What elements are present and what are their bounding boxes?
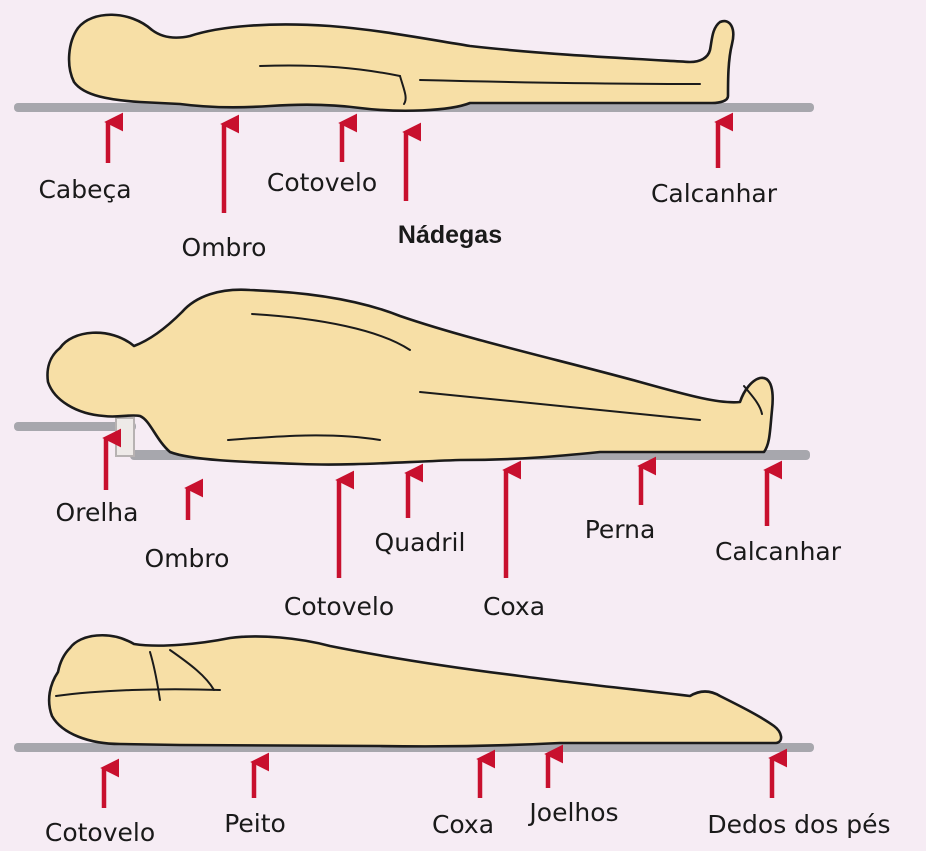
label-cabeca: Cabeça [38,177,131,202]
label-quadril: Quadril [375,530,466,555]
panel-supine [14,15,814,112]
label-ombro: Ombro [145,546,230,571]
label-cotovelo: Cotovelo [284,594,394,619]
label-calcanhar: Calcanhar [715,539,841,564]
label-cotovelo: Cotovelo [267,170,377,195]
label-coxa: Coxa [432,812,494,837]
label-joelhos: Joelhos [529,800,618,825]
label-coxa: Coxa [483,594,545,619]
body-lateral [48,290,773,465]
body-supine [69,15,733,111]
label-ombro: Ombro [182,235,267,260]
label-dedos-dos-pes: Dedos dos pés [707,812,890,837]
pillow-lateral [116,418,134,456]
label-perna: Perna [585,517,656,542]
label-calcanhar: Calcanhar [651,181,777,206]
label-cotovelo: Cotovelo [45,820,155,845]
label-nadegas: Nádegas [398,223,502,248]
panel-prone [14,635,814,752]
label-peito: Peito [224,811,286,836]
label-orelha: Orelha [56,500,139,525]
panel-lateral [14,290,810,465]
